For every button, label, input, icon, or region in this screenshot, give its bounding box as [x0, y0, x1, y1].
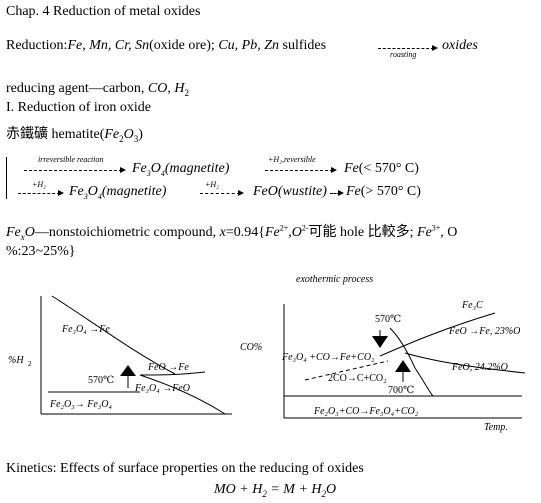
hematite-fe: Fe: [104, 127, 120, 142]
reduction-prefix: Reduction:: [6, 38, 68, 53]
right-lower-curve: [414, 367, 434, 397]
left-arrow-up: [120, 365, 136, 376]
roasting-arrow: [378, 45, 438, 51]
reduction-metals2: Cu, Pb, Zn: [218, 38, 279, 53]
right-reaction2: 2CO→C+CO₂: [328, 373, 387, 384]
eq2-arrow1-label: +H₂: [32, 180, 46, 189]
reduction-line: Reduction:Fe, Mn, Cr, Sn(oxide ore); Cu,…: [6, 38, 326, 54]
reduction-oxide-ore: (oxide ore);: [149, 38, 219, 53]
hematite-chinese: 赤鐵礦: [6, 127, 52, 142]
right-center-curve: [389, 327, 416, 369]
h2-reduction-diagram: %H 2 Fe₃O₄ →Fe FeO →Fe Fe₃O₄ →FeO Fe₂O₃→…: [8, 295, 232, 415]
right-feo-24: FeO, 24.2%O: [451, 362, 508, 373]
reducing-agent-sub: 2: [184, 87, 189, 98]
hematite-line: 赤鐵礦 hematite(Fe2O3): [6, 123, 143, 144]
hematite-word: hematite(: [51, 127, 105, 142]
region-feo-fe: FeO →Fe: [147, 362, 189, 373]
eq1-arrow1-label: irreversible reaction: [38, 155, 104, 164]
eq2-product3: Fe(> 570° C): [346, 184, 421, 199]
eq1-arrow2-label: +H₂,reversible: [268, 155, 316, 164]
reducing-agents: CO, H: [147, 81, 185, 96]
hematite-o: O: [123, 127, 134, 142]
left-curve-right: [139, 371, 206, 376]
reduction-sulfides: sulfides: [279, 38, 327, 53]
right-reaction3: Fe₂O₃+CO→Fe₃O₄+CO₂: [313, 406, 419, 417]
hematite-sub-a: 2: [119, 133, 124, 144]
right-temp-bottom: 700℃: [388, 385, 414, 396]
right-title: exothermic process: [296, 274, 373, 285]
right-arrow-down: [372, 336, 388, 348]
right-fe3c-curve: [379, 312, 496, 357]
left-ylabel: %H: [8, 355, 24, 366]
final-equation: MO + H2 = M + H2O: [214, 482, 337, 499]
hematite-close: ): [138, 127, 143, 142]
region-fe2o3-fe3o4: Fe₂O₃→ Fe₃O₄: [49, 399, 112, 410]
right-arrow-up: [395, 360, 411, 372]
region-fe3o4-feo: Fe₃O₄ →FeO: [134, 383, 190, 394]
nonstoich-line2: %:23~25%}: [6, 244, 76, 259]
eq1-arrow2: [265, 167, 337, 173]
co-reduction-diagram: exothermic process CO% Fe₃C FeO →Fe, 23%…: [240, 274, 526, 433]
equation-brace: [6, 157, 12, 199]
nonstoich-line1: FexO—nonstoichiometric compound, x=0.94{…: [6, 223, 458, 242]
eq2-arrow1: [18, 190, 64, 196]
eq2-arrow2-label: +H₂: [205, 180, 219, 189]
reducing-agent-text: reducing agent—carbon,: [6, 81, 148, 96]
right-dashed-line: [304, 360, 389, 381]
left-ylabel-sub: 2: [28, 360, 32, 368]
left-curve-lower: [139, 374, 226, 415]
right-feo-fe-23: FeO →Fe, 23%O: [448, 326, 520, 337]
region-fe3o4-fe: Fe₃O₄ →Fe: [61, 324, 110, 335]
eq2-product1: Fe3O4(magnetite): [69, 184, 167, 201]
right-ylabel: CO%: [240, 342, 262, 353]
right-reaction1: Fe₃O₄ +CO→Fe+CO₂: [281, 352, 375, 363]
roasting-label: roasting: [390, 50, 417, 59]
reducing-agent-line: reducing agent—carbon, CO, H2: [6, 81, 189, 98]
right-xlabel: Temp.: [484, 422, 508, 433]
reduction-metals: Fe, Mn, Cr, Sn: [67, 38, 150, 53]
eq2-arrow2: [200, 190, 244, 196]
right-temp-top: 570℃: [375, 314, 401, 325]
eq1-arrow1: [24, 167, 126, 173]
eq2-product2: FeO(wustite): [253, 184, 327, 199]
reduction-result: oxides: [442, 38, 478, 53]
chapter-title: Chap. 4 Reduction of metal oxides: [6, 4, 201, 19]
eq1-product2: Fe(< 570° C): [344, 161, 419, 176]
section-heading: I. Reduction of iron oxide: [6, 100, 152, 115]
eq1-product1: Fe3O4(magnetite): [132, 161, 230, 178]
right-fe3c: Fe₃C: [461, 300, 483, 311]
left-curve-upper: [51, 295, 176, 375]
right-feo-curve: [404, 352, 526, 374]
hematite-sub-b: 3: [133, 133, 139, 144]
left-temp-label: 570℃: [88, 375, 114, 386]
kinetics-line: Kinetics: Effects of surface properties …: [6, 461, 364, 476]
eq2-arrow3: [330, 190, 344, 196]
